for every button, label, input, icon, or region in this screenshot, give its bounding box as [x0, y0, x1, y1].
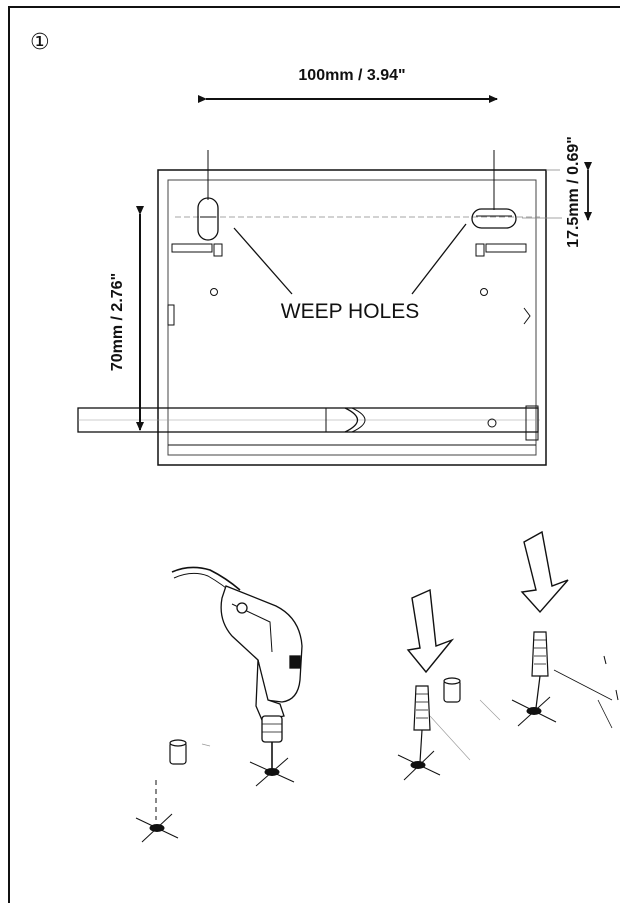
- weep-hole-leader-right: [411, 223, 467, 295]
- left-mounting-slot: [197, 197, 219, 241]
- weep-holes-label: WEEP HOLES: [281, 300, 420, 323]
- mounting-bracket: [77, 150, 547, 466]
- drill-icon: [171, 566, 303, 770]
- step-number: ①: [30, 30, 50, 55]
- down-arrow-icon: [406, 530, 569, 674]
- drill-hole-mark-icon: [135, 669, 613, 843]
- width-dimension-label: 100mm / 3.94": [298, 67, 405, 84]
- height-dimension-label: 70mm / 2.76": [109, 273, 126, 371]
- wall-plug-insert-left: [413, 685, 431, 763]
- weep-hole-leader-left: [233, 227, 293, 295]
- page-frame: [8, 6, 620, 903]
- offset-dimension-label: 17.5mm / 0.69": [565, 136, 582, 248]
- wall-plug-icon: [169, 677, 461, 765]
- wall-plug-insert-right: [531, 631, 549, 709]
- right-mounting-slot: [471, 208, 517, 229]
